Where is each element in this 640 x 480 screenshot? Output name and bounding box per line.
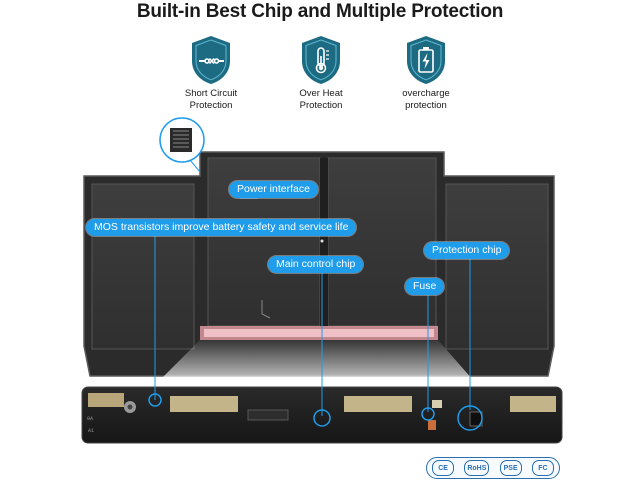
callout-fuse: Fuse (405, 278, 445, 295)
battery-cell (327, 157, 437, 327)
feature-label: overcharge protection (402, 88, 450, 111)
thermometer-icon (302, 36, 340, 84)
feature-label: Over Heat Protection (299, 88, 343, 111)
pse-mark: PSE (499, 460, 522, 476)
certification-strip: CE RoHS PSE FC (426, 457, 560, 479)
callout-main-control-chip: Main control chip (268, 256, 364, 273)
callout-mos-transistors: MOS transistors improve battery safety a… (86, 219, 357, 236)
ce-mark: CE (432, 460, 455, 476)
fc-mark: FC (531, 460, 554, 476)
feature-over-heat: Over Heat Protection (281, 34, 361, 112)
svg-text:A1: A1 (88, 428, 94, 434)
battery-cell (91, 183, 195, 350)
feature-overcharge: overcharge protection (386, 34, 466, 112)
page-title: Built-in Best Chip and Multiple Protecti… (136, 1, 504, 22)
rohs-mark: RoHS (464, 460, 490, 476)
svg-text:0A: 0A (87, 416, 93, 422)
battery-charge-icon (407, 36, 445, 84)
short-circuit-icon (192, 36, 230, 84)
battery-cell (445, 183, 549, 350)
feature-short-circuit: Short Circuit Protection (171, 34, 251, 112)
callout-protection-chip: Protection chip (424, 242, 510, 259)
feature-label: Short Circuit Protection (184, 88, 238, 111)
callout-power-interface: Power interface (229, 181, 318, 198)
